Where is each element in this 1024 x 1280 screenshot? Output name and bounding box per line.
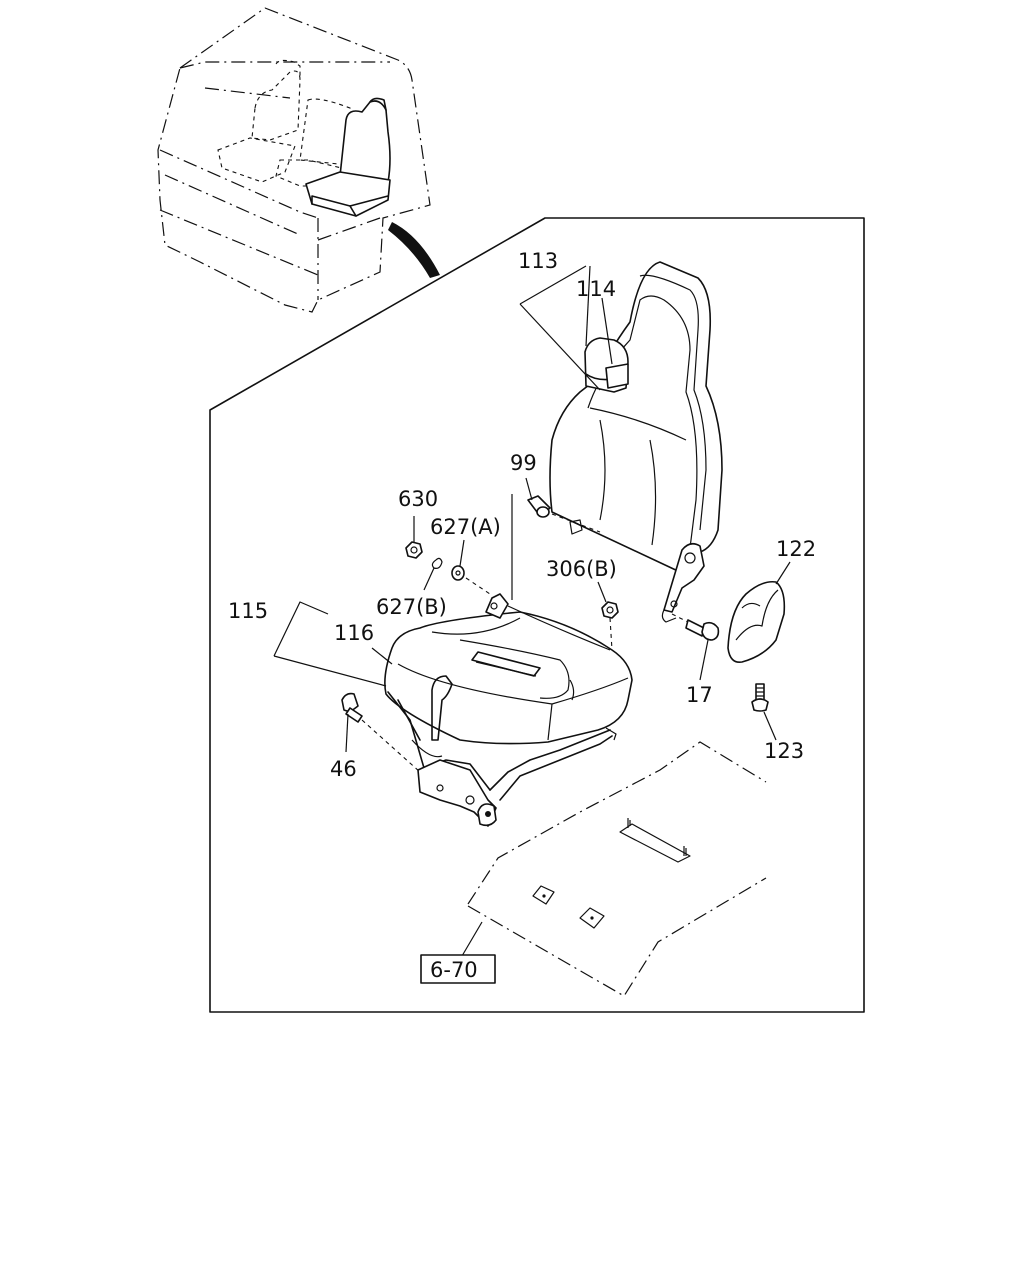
seat-cushion xyxy=(384,593,633,827)
part-labels: 113 114 99 630 627(A) 627(B) 306(B) 122 … xyxy=(228,249,816,781)
washer-627b xyxy=(431,557,443,569)
nut-306b xyxy=(601,601,619,651)
detail-frame xyxy=(209,217,865,1013)
cab-overview xyxy=(157,7,440,313)
bolt-17 xyxy=(671,613,720,641)
label-116: 116 xyxy=(334,621,374,645)
leader-lines xyxy=(273,265,791,957)
cover-122 xyxy=(727,580,786,664)
label-627a: 627(A) xyxy=(430,515,501,539)
label-123: 123 xyxy=(764,739,804,763)
label-99: 99 xyxy=(510,451,537,475)
label-46: 46 xyxy=(330,757,357,781)
label-17: 17 xyxy=(686,683,713,707)
bolt-46 xyxy=(341,692,421,773)
reference-box[interactable]: 6-70 xyxy=(420,954,496,984)
label-114: 114 xyxy=(576,277,616,301)
pin-99 xyxy=(527,495,601,535)
label-630: 630 xyxy=(398,487,438,511)
nut-630 xyxy=(405,541,423,559)
screw-123 xyxy=(751,683,769,712)
label-113: 113 xyxy=(518,249,558,273)
label-122: 122 xyxy=(776,537,816,561)
label-627b: 627(B) xyxy=(376,595,447,619)
floor-panel xyxy=(467,741,767,997)
label-115: 115 xyxy=(228,599,268,623)
seat-back xyxy=(549,261,723,623)
label-306b: 306(B) xyxy=(546,557,617,581)
reference-box-label: 6-70 xyxy=(430,958,478,982)
washer-627a xyxy=(451,565,491,595)
